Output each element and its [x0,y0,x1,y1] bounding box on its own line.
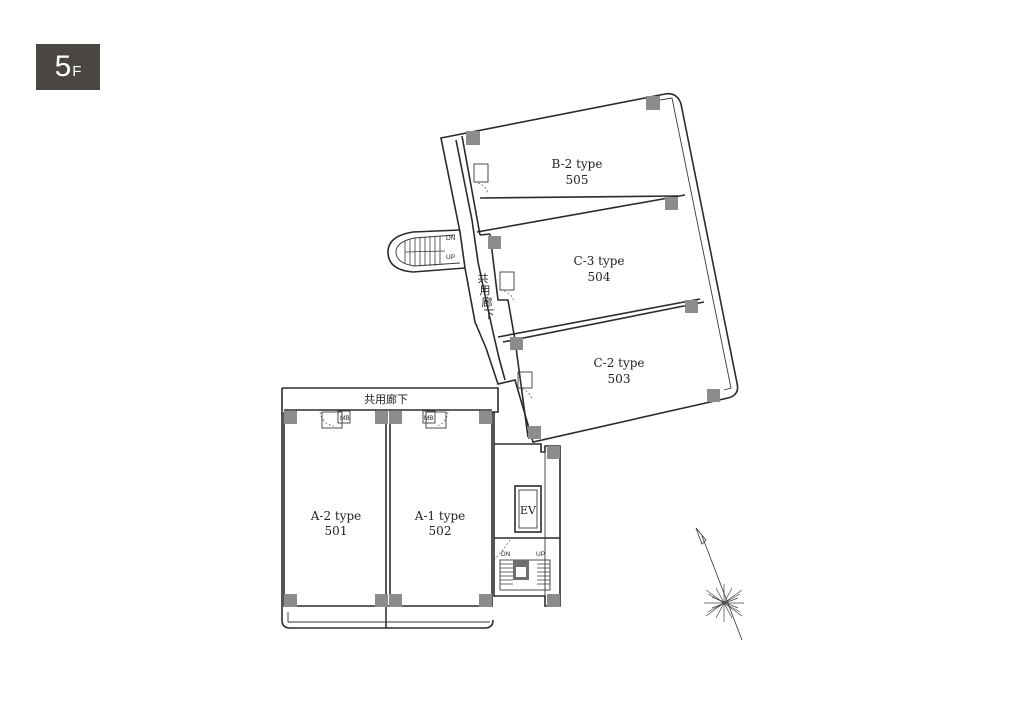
svg-text:下: 下 [484,308,495,321]
column [707,389,720,402]
unit-504-number: 504 [588,270,611,284]
stair-up-label: UP [446,254,455,261]
lower-block: MB MB [281,387,499,629]
column [284,594,297,607]
meter-box-label: MB [340,415,350,422]
column [528,426,541,439]
unit-502-number: 502 [429,524,452,538]
column [375,411,388,424]
svg-text:廊: 廊 [482,295,493,309]
column [284,411,297,424]
column [389,594,402,607]
unit-505-number: 505 [566,173,589,187]
unit-504-type: C-3 type [573,254,624,268]
unit-501-number: 501 [325,524,348,538]
unit-503-type: C-2 type [593,356,644,370]
column [547,594,560,607]
stair-dn-label: DN [446,235,456,242]
core: EV DN UP [493,412,561,607]
corridor-vertical-label: 共 用 廊 下 [478,272,495,321]
core-stair-up-label: UP [536,551,545,558]
column [488,236,501,249]
north-arrow-icon [695,527,744,641]
core-stair-dn-label: DN [501,551,511,558]
svg-text:用: 用 [480,284,491,297]
column [466,131,480,145]
column [510,337,523,350]
upper-wing [440,92,739,443]
column [646,96,660,110]
floor-number: 5 [54,50,72,83]
unit-502-type: A-1 type [414,509,466,523]
svg-text:共: 共 [478,272,489,285]
unit-505-type: B-2 type [552,157,603,171]
column [665,197,678,210]
corridor-horizontal-label: 共用廊下 [364,392,408,406]
column [375,594,388,607]
elevator [514,485,542,533]
column [547,446,560,459]
elevator-label: EV [520,504,537,517]
external-stair: DN UP [387,229,466,273]
floor-suffix: F [72,62,82,80]
unit-501-type: A-2 type [310,509,362,523]
column [389,411,402,424]
column [479,411,492,424]
column [479,594,492,607]
meter-box-label: MB [424,415,434,422]
unit-503-number: 503 [608,372,631,386]
column [685,300,698,313]
